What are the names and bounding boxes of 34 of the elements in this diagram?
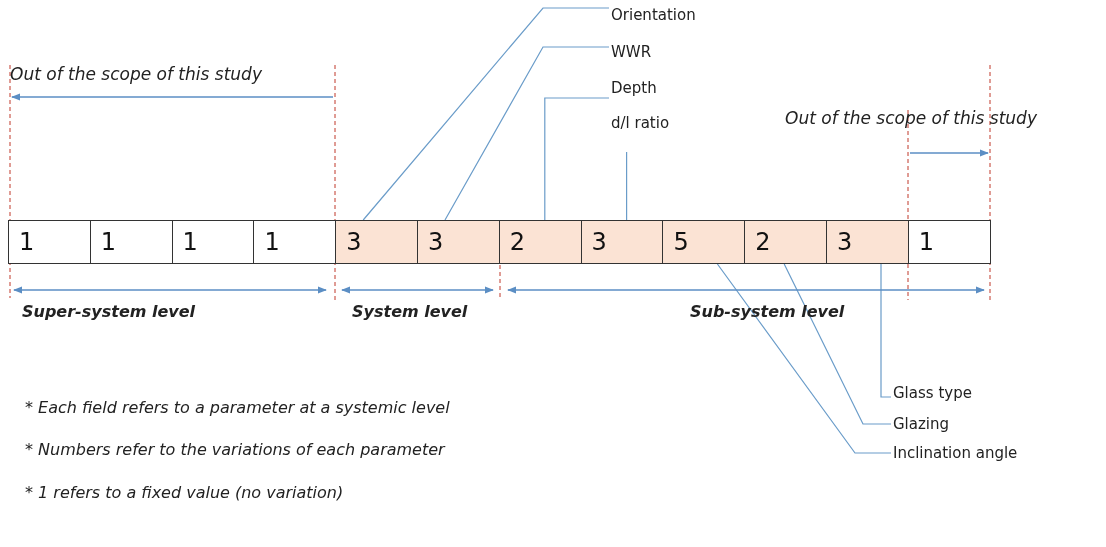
leader-line (362, 7, 610, 221)
leader-line (783, 263, 892, 425)
parameter-cell: 1 (8, 220, 91, 264)
parameter-cell: 1 (89, 220, 173, 264)
parameter-cell: 5 (662, 220, 746, 264)
level-label: Sub-system level (690, 302, 845, 321)
parameter-cell: 2 (744, 220, 827, 264)
note-text: * Numbers refer to the variations of each parameter (25, 440, 445, 459)
parameter-cell: 1 (171, 220, 255, 264)
leader-label: Glazing (893, 415, 950, 433)
leader-label: d/l ratio (611, 114, 670, 132)
parameter-cell: 3 (417, 220, 500, 264)
level-label: Super-system level (22, 302, 196, 321)
leader-label: WWR (611, 43, 652, 61)
leader-line (544, 97, 610, 221)
leader-line (626, 151, 628, 221)
parameter-cell: 3 (335, 220, 418, 264)
note-text: * 1 refers to a fixed value (no variation) (25, 483, 344, 502)
leader-line (880, 263, 892, 398)
note-text: * Each field refers to a parameter at a systemic level (25, 398, 450, 417)
leader-label: Orientation (611, 6, 696, 24)
parameter-cell: 3 (580, 220, 664, 264)
scope-label: Out of the scope of this study (785, 108, 1037, 128)
parameter-cell: 2 (498, 220, 582, 264)
leader-label: Depth (611, 79, 657, 97)
leader-label: Inclination angle (893, 444, 1018, 462)
leader-label: Glass type (893, 384, 972, 402)
parameter-cell: 3 (826, 220, 909, 264)
scope-label: Out of the scope of this study (10, 64, 262, 84)
parameter-cell: 1 (253, 220, 337, 264)
leader-line (716, 263, 892, 454)
level-label: System level (352, 302, 468, 321)
parameter-cell: 1 (907, 220, 991, 264)
leader-line (444, 46, 610, 221)
